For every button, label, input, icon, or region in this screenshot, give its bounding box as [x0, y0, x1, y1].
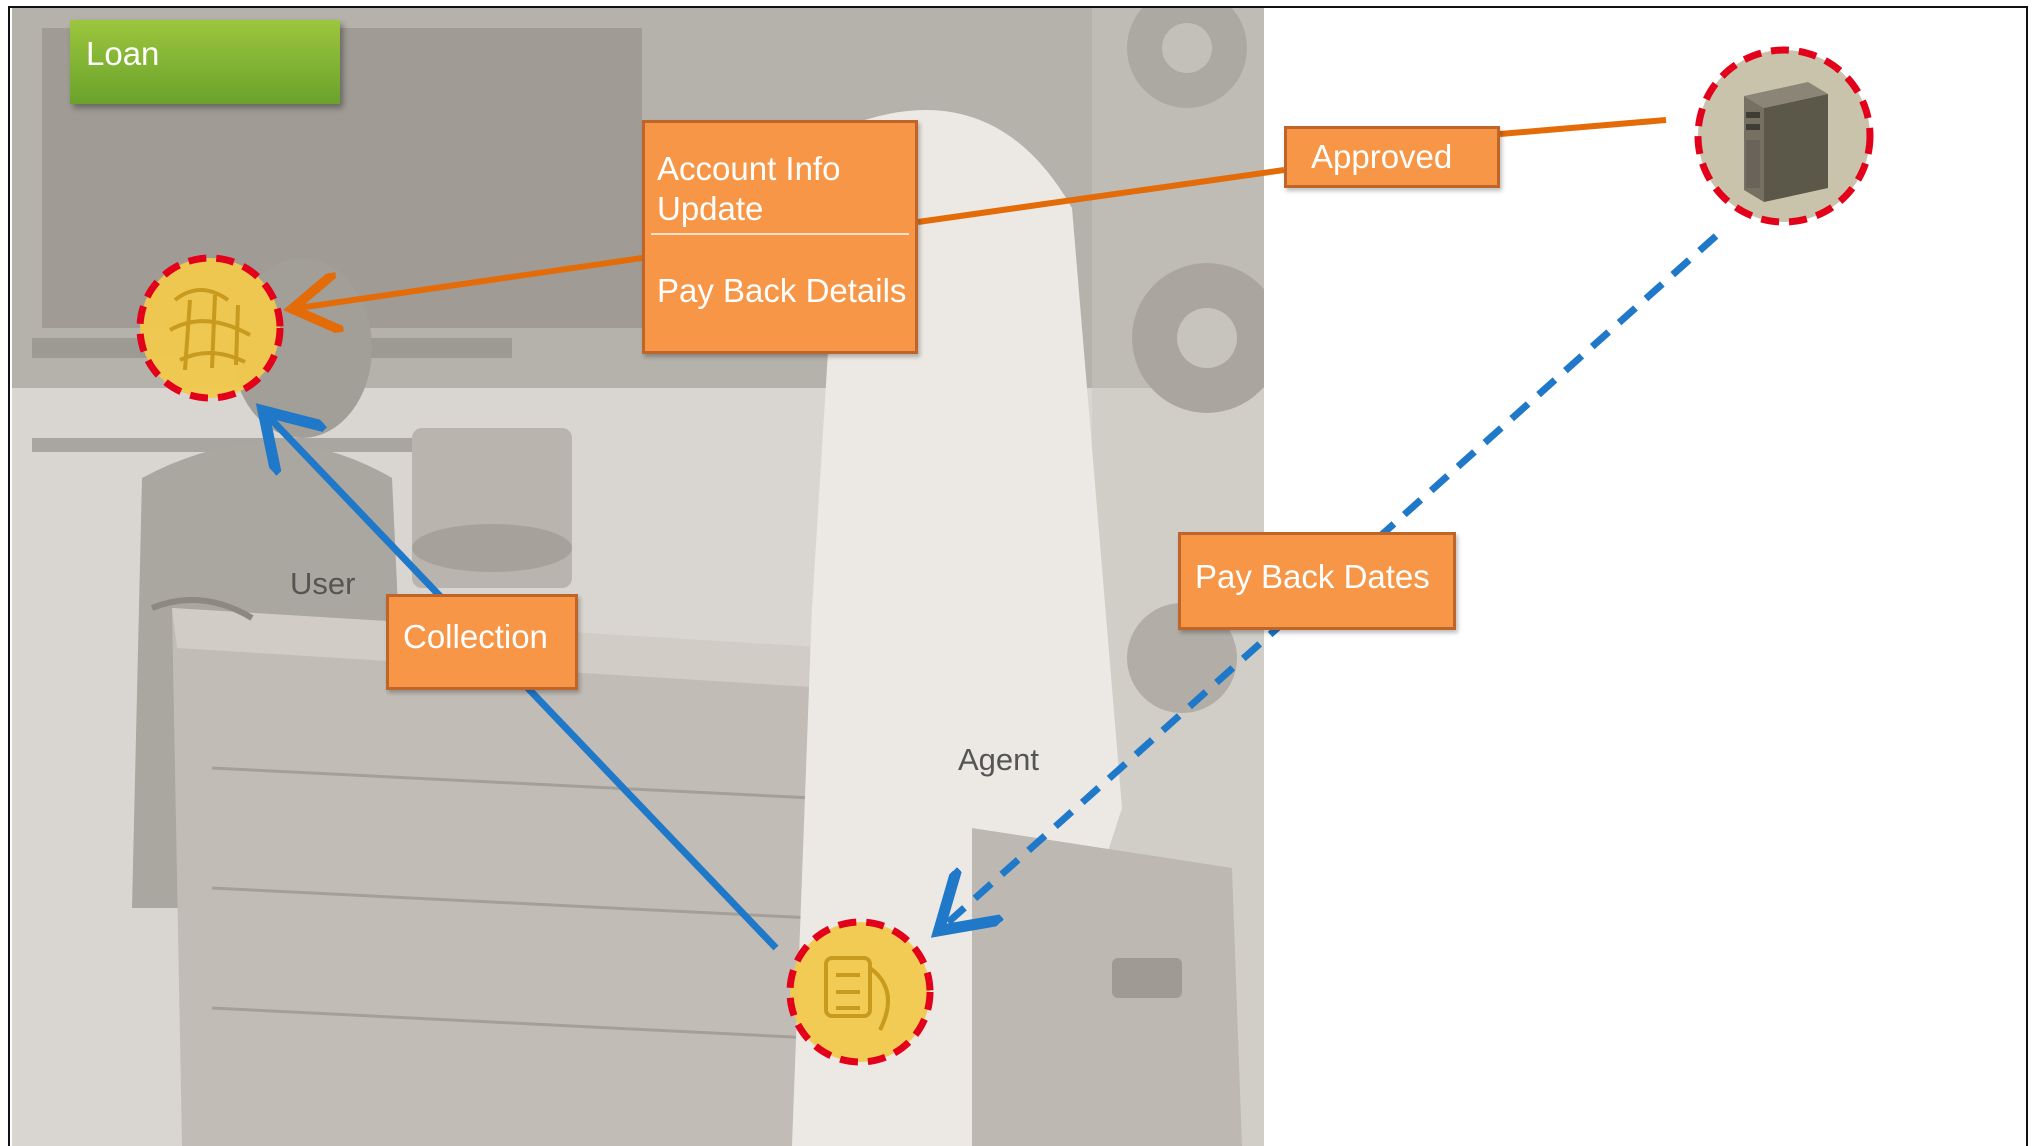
account-info-update-label: Account Info Update [657, 150, 841, 227]
approved-label: Approved [1311, 138, 1453, 175]
server-node[interactable] [1694, 46, 1874, 226]
coin-icon [824, 956, 890, 1031]
approved-connector [1499, 117, 1667, 137]
account-box-divider [651, 233, 909, 235]
user-node[interactable] [136, 254, 284, 402]
background-photo [12, 8, 1264, 1146]
slide-frame [8, 6, 2028, 1146]
loan-title: Loan [86, 35, 160, 72]
user-label: User [290, 566, 356, 601]
agent-node[interactable] [786, 918, 934, 1066]
pay-back-dates-box: Pay Back Dates [1178, 532, 1456, 630]
pay-back-dates-label: Pay Back Dates [1195, 558, 1430, 595]
approved-box: Approved [1284, 126, 1500, 188]
account-info-box: Account Info Update Pay Back Details [642, 120, 918, 354]
collection-box: Collection [386, 594, 578, 690]
approved-to-account-connector [917, 167, 1285, 225]
server-icon [1744, 82, 1828, 202]
pay-back-details-label: Pay Back Details [657, 272, 907, 309]
agent-label: Agent [958, 742, 1040, 777]
account-to-user-arrow [298, 255, 643, 308]
loan-title-box: Loan [70, 20, 340, 104]
collection-label: Collection [403, 618, 548, 655]
coin-icon [169, 288, 251, 371]
